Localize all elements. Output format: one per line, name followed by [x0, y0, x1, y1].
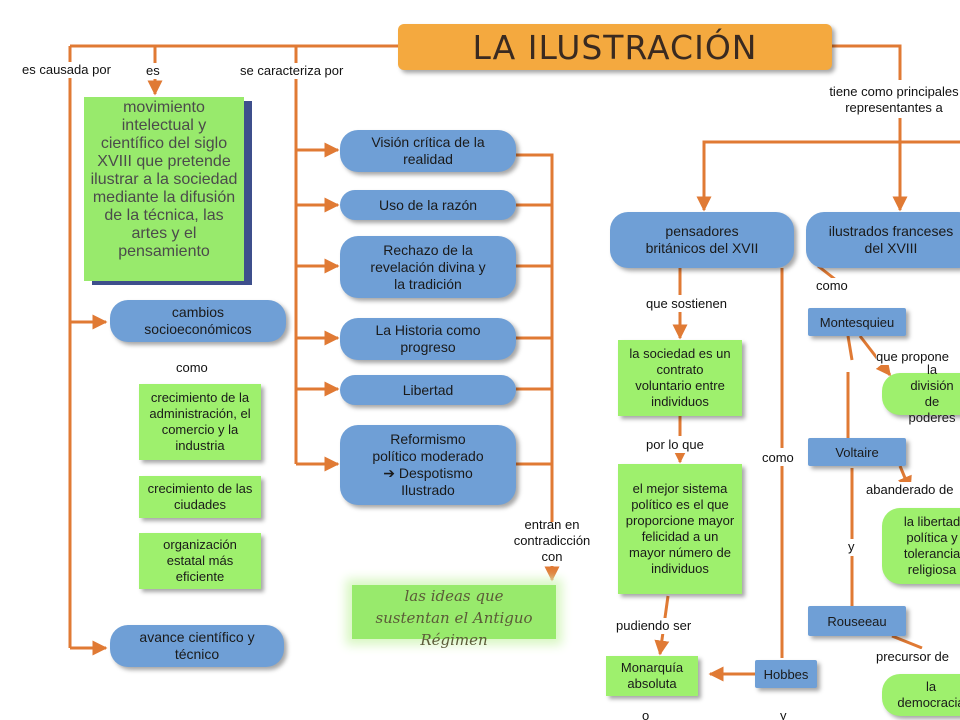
- reformismo-line-2: político moderado: [372, 448, 484, 464]
- link-por-lo-que: por lo que: [646, 437, 704, 453]
- reformismo-line-3: ➔ Despotismo: [383, 465, 473, 482]
- link-representantes: tiene como principales representantes a: [826, 84, 960, 116]
- reformismo-line-4: Ilustrado: [401, 482, 455, 498]
- node-crecimiento-administracion: crecimiento de la administración, el com…: [139, 384, 261, 460]
- node-voltaire: Voltaire: [808, 438, 906, 466]
- link-y-1: y: [848, 539, 855, 555]
- node-reformismo: Reformismo político moderado ➔ Despotism…: [340, 425, 516, 505]
- definition-box: movimiento intelectual y científico del …: [84, 97, 244, 281]
- node-organizacion-estatal: organización estatal más eficiente: [139, 533, 261, 589]
- link-como-2: como: [762, 450, 794, 466]
- node-division-poderes: la división de poderes: [882, 362, 960, 425]
- reformismo-despotismo: Despotismo: [398, 465, 473, 481]
- node-libertad: Libertad: [340, 375, 516, 405]
- link-o: o: [642, 708, 650, 720]
- link-como-3: como: [816, 278, 878, 294]
- link-entran-contradiccion: entran en contradicción con: [513, 517, 591, 564]
- main-title: LA ILUSTRACIÓN: [398, 24, 832, 70]
- node-libertad-politica: la libertad política y tolerancia religi…: [882, 508, 960, 584]
- link-causada: es causada por: [22, 62, 111, 78]
- node-uso-razon: Uso de la razón: [340, 190, 516, 220]
- node-democracia: la democracia: [882, 674, 960, 716]
- link-precursor: precursor de: [876, 649, 959, 665]
- node-historia-progreso: La Historia como progreso: [340, 318, 516, 360]
- link-caracteriza: se caracteriza por: [240, 63, 344, 79]
- node-crecimiento-ciudades: crecimiento de las ciudades: [139, 476, 261, 518]
- node-cambios-socioeconomicos: cambios socioeconómicos: [110, 300, 286, 342]
- node-avance-cientifico: avance científico y técnico: [110, 625, 284, 667]
- node-contrato-voluntario: la sociedad es un contrato voluntario en…: [618, 340, 742, 416]
- node-mejor-sistema: el mejor sistema político es el que prop…: [618, 464, 742, 594]
- node-monarquia-absoluta: Monarquía absoluta: [606, 656, 698, 696]
- node-ilustrados-franceses: ilustrados franceses del XVIII: [806, 212, 960, 268]
- link-y-2: y: [780, 708, 787, 720]
- node-rechazo-revelacion: Rechazo de la revelación divina y la tra…: [340, 236, 516, 298]
- link-es: es: [146, 63, 160, 79]
- link-como-1: como: [176, 360, 208, 376]
- link-pudiendo-ser: pudiendo ser: [616, 618, 692, 634]
- node-rousseau: Rouseeau: [808, 606, 906, 636]
- arrow-icon: ➔: [383, 465, 395, 481]
- node-pensadores-britanicos: pensadores británicos del XVII: [610, 212, 794, 268]
- node-hobbes: Hobbes: [755, 660, 817, 688]
- node-montesquieu: Montesquieu: [808, 308, 906, 336]
- link-que-propone: que propone: [876, 349, 960, 365]
- node-ideas-antiguo-regimen: las ideas que sustentan el Antiguo Régim…: [352, 585, 556, 649]
- node-vision-critica: Visión crítica de la realidad: [340, 130, 516, 172]
- reformismo-line-1: Reformismo: [390, 431, 466, 447]
- link-que-sostienen: que sostienen: [646, 296, 727, 312]
- link-abanderado: abanderado de: [866, 482, 960, 498]
